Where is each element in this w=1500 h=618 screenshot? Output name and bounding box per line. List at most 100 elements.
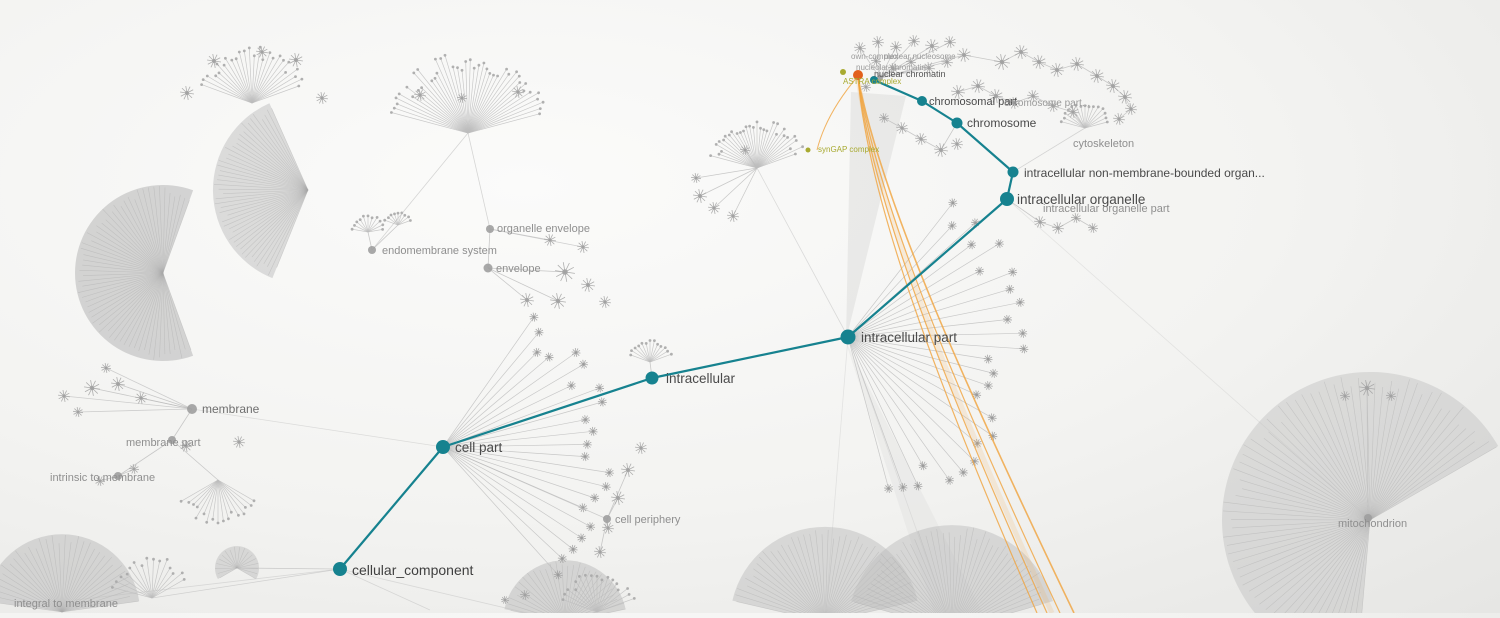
label-syngap-complex[interactable]: synGAP complex (818, 145, 879, 154)
label-endomembrane-system[interactable]: endomembrane system (382, 245, 497, 257)
label-membrane[interactable]: membrane (202, 402, 260, 416)
leaf-node-dot (211, 518, 214, 521)
star-cluster-glyph (971, 79, 985, 93)
olive-leaf-node[interactable] (840, 69, 846, 75)
star-cluster-glyph (567, 381, 576, 390)
leaf-node-dot (611, 579, 614, 582)
leaf-node-dot (452, 66, 455, 69)
label-astra-complex[interactable]: ASTRA complex (843, 77, 901, 86)
leaf-node-dot (381, 223, 384, 226)
leaf-node-dot (1064, 112, 1067, 115)
label-integral-to-membrane[interactable]: integral to membrane (14, 598, 118, 610)
fan-edge (252, 62, 289, 103)
gray-hub-node[interactable] (603, 515, 611, 523)
leaf-node-dot (387, 216, 390, 219)
node-cellular_component[interactable] (333, 562, 347, 576)
star-cluster-glyph (101, 363, 111, 373)
graph-edge (468, 133, 490, 229)
gray-hub-node[interactable] (484, 264, 493, 273)
leaf-node-dot (709, 154, 712, 157)
fan-edge (443, 447, 591, 527)
leaf-node-dot (536, 98, 539, 101)
leaf-node-dot (126, 573, 129, 576)
star-cluster-glyph (550, 293, 566, 309)
leaf-node-dot (261, 58, 264, 61)
label-membrane-part[interactable]: membrane part (126, 437, 201, 449)
cluster-sector (215, 546, 259, 579)
node-intracellular[interactable] (646, 372, 659, 385)
leaf-node-dot (214, 74, 217, 77)
teal-path-edge[interactable] (957, 123, 1013, 172)
leaf-node-dot (601, 579, 604, 582)
leaf-node-dot (393, 107, 396, 110)
star-cluster-glyph (598, 398, 607, 407)
leaf-node-dot (473, 67, 476, 70)
label-mitochondrion[interactable]: mitochondrion (1338, 518, 1407, 530)
label-organelle-envelope[interactable]: organelle envelope (497, 223, 590, 235)
olive-leaf-node[interactable] (806, 148, 811, 153)
label-intrinsic-to-membrane[interactable]: intrinsic to membrane (50, 472, 155, 484)
node-intracellular_organelle[interactable] (1000, 192, 1014, 206)
leaf-node-dot (120, 576, 123, 579)
star-cluster-glyph (578, 503, 587, 512)
leaf-node-dot (152, 558, 155, 561)
leaf-node-dot (296, 68, 299, 71)
leaf-node-dot (396, 103, 399, 106)
label-intracellular-part[interactable]: intracellular part (861, 330, 957, 345)
leaf-node-dot (217, 522, 220, 525)
node-intracellular_part[interactable] (841, 330, 856, 345)
label-cell-part[interactable]: cell part (455, 440, 503, 455)
label-intracellular-organelle-part[interactable]: intracellular organelle part (1043, 203, 1170, 215)
label-nuclear-nucleosome[interactable]: nuclear nucleosome (884, 52, 956, 61)
star-cluster-glyph (948, 198, 957, 207)
star-cluster-glyph (1106, 79, 1120, 93)
fan-edge (252, 60, 284, 103)
node-chromosomal_part[interactable] (917, 96, 927, 106)
leaf-node-dot (515, 70, 518, 73)
leaf-node-dot (653, 339, 656, 342)
label-cellular-component[interactable]: cellular_component (352, 562, 474, 578)
graph-edge (902, 128, 921, 139)
label-envelope[interactable]: envelope (496, 263, 541, 275)
graph-edge (1057, 64, 1077, 70)
label-intracellular-non-membrane-bounded-organ[interactable]: intracellular non-membrane-bounded organ… (1024, 166, 1265, 180)
leaf-node-dot (645, 342, 648, 345)
star-cluster-glyph (959, 468, 968, 477)
leaf-node-dot (371, 216, 374, 219)
label-chromosome-part[interactable]: chromosome part... (1004, 98, 1090, 109)
label-intracellular[interactable]: intracellular (666, 371, 736, 386)
star-cluster-glyph (180, 86, 194, 100)
leaf-node-dot (237, 514, 240, 517)
fan-edge (848, 337, 993, 436)
label-cell-periphery[interactable]: cell periphery (615, 514, 681, 526)
leaf-node-dot (718, 153, 721, 156)
leaf-node-dot (411, 95, 414, 98)
gray-hub-node[interactable] (486, 225, 494, 233)
teal-path-edge[interactable] (340, 447, 443, 569)
leaf-node-dot (403, 214, 406, 217)
leaf-node-dot (518, 81, 521, 84)
graph-edge (733, 168, 757, 216)
star-cluster-glyph (995, 239, 1004, 248)
gray-hub-node[interactable] (187, 404, 197, 414)
leaf-node-dot (183, 578, 186, 581)
leaf-node-dot (222, 520, 225, 523)
node-chromosome[interactable] (952, 118, 963, 129)
leaf-node-dot (439, 57, 442, 60)
teal-path-edge[interactable] (443, 378, 652, 447)
label-cytoskeleton[interactable]: cytoskeleton (1073, 138, 1134, 150)
label-chromosome[interactable]: chromosome (967, 116, 1037, 130)
leaf-node-dot (172, 572, 175, 575)
leaf-node-dot (230, 511, 233, 514)
leaf-node-dot (759, 127, 762, 130)
leaf-node-dot (253, 499, 256, 502)
node-cell_part[interactable] (436, 440, 450, 454)
leaf-node-dot (406, 86, 409, 89)
gray-hub-node[interactable] (368, 246, 376, 254)
fan-edge (152, 568, 170, 598)
graph-edge (921, 139, 941, 150)
star-cluster-glyph (577, 241, 589, 253)
node-intracellular_non_membrane_bounded_organelle[interactable] (1008, 167, 1019, 178)
